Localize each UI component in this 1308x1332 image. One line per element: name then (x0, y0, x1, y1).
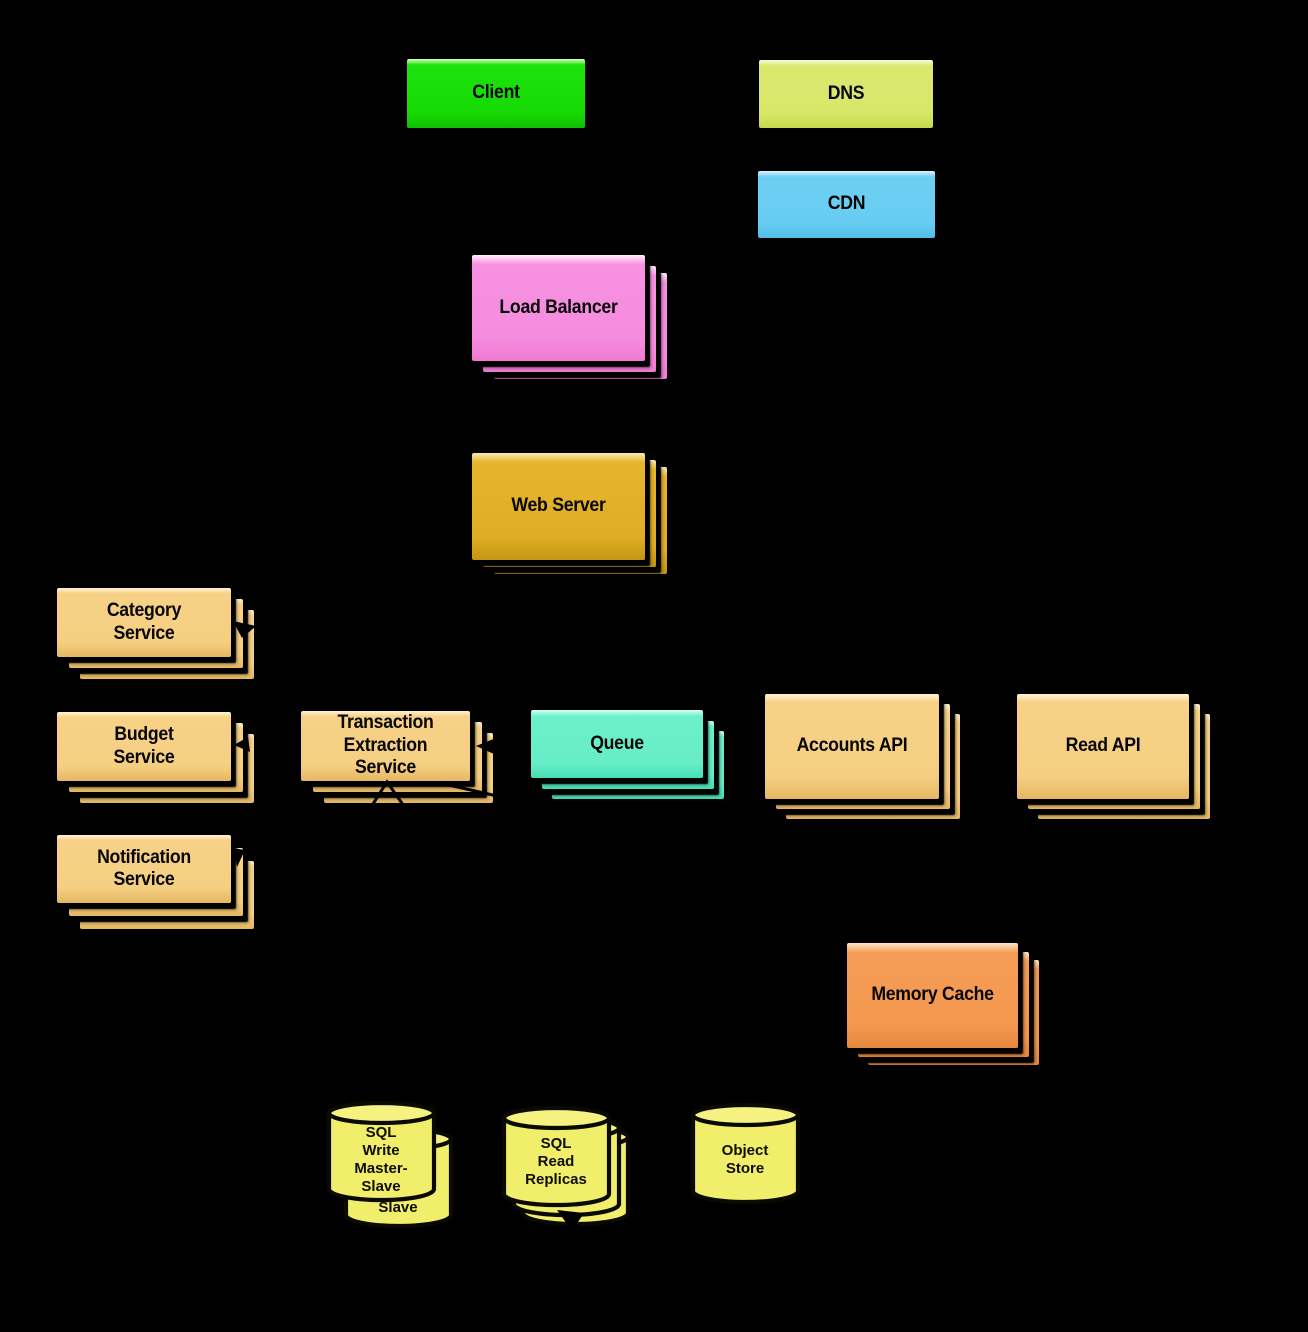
svg-text:Slave: Slave (378, 1199, 417, 1216)
svg-text:Object: Object (722, 1142, 769, 1159)
svg-text:Read: Read (538, 1153, 575, 1170)
svg-text:Slave: Slave (361, 1178, 400, 1195)
svg-text:Replicas: Replicas (525, 1171, 587, 1188)
svg-text:Master-: Master- (354, 1160, 407, 1177)
svg-text:SQL: SQL (366, 1124, 397, 1141)
svg-text:SQL: SQL (541, 1135, 572, 1152)
svg-text:Store: Store (726, 1160, 764, 1177)
svg-text:Write: Write (362, 1142, 399, 1159)
